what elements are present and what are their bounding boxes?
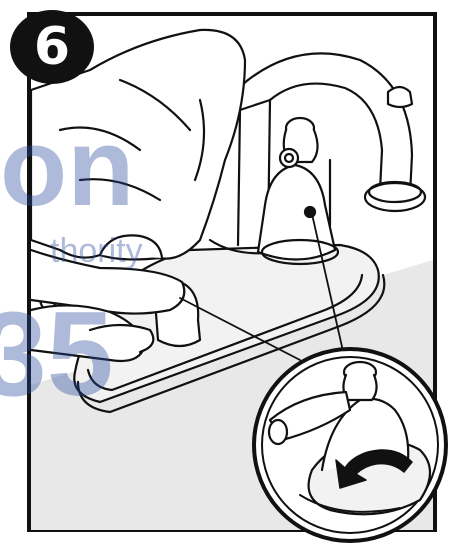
step-number-badge: 6 <box>10 10 94 84</box>
detail-callout <box>254 349 446 541</box>
step-number: 6 <box>34 21 70 73</box>
